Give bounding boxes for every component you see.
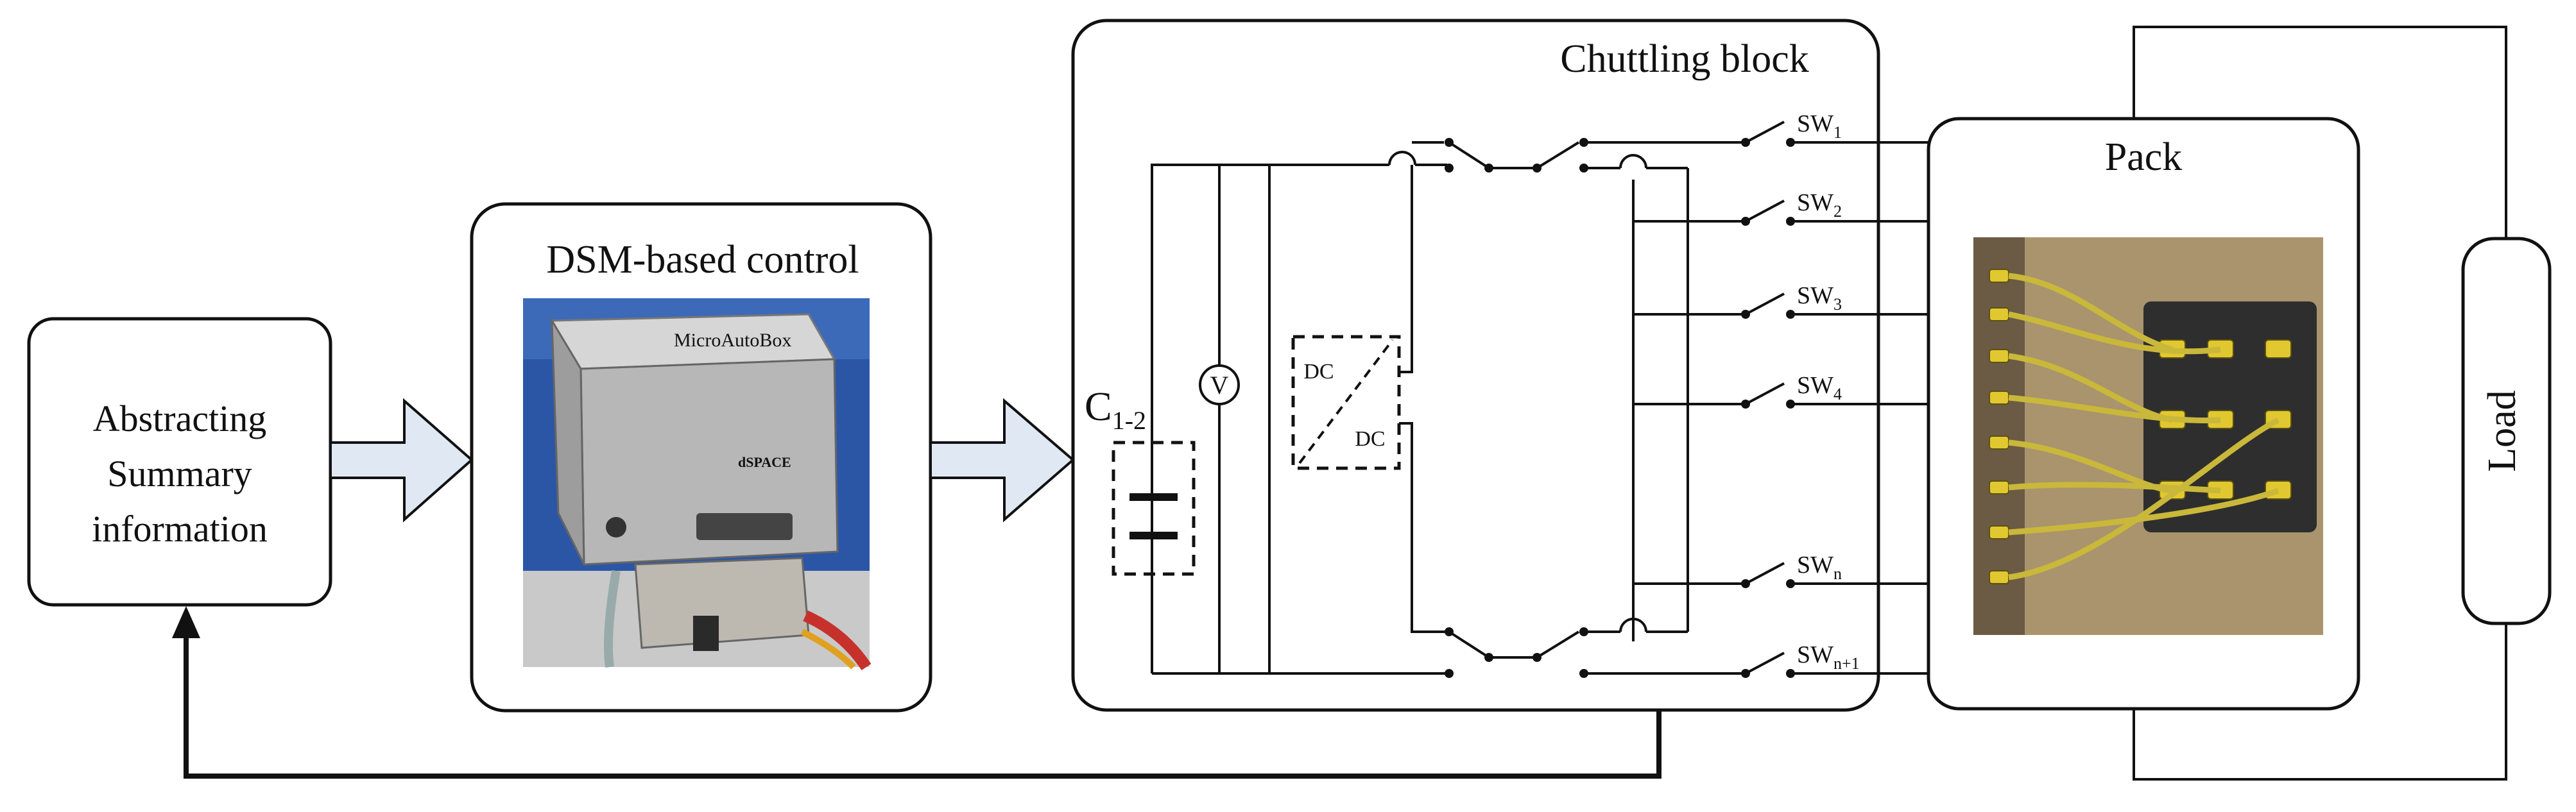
dsm-title: DSM-based control	[546, 238, 859, 282]
switch-sw2: SW2	[1741, 189, 1842, 226]
abstracting-line-3: information	[92, 508, 268, 550]
pack-block: Pack	[1927, 117, 2360, 711]
chuttling-title: Chuttling block	[1560, 37, 1809, 81]
feedback-arrowhead	[172, 606, 200, 638]
wire-pack-load-top	[2133, 26, 2507, 239]
dsm-control-block: DSM-based control MicroAutoBox dSPACE	[470, 202, 932, 713]
switch-bank: SW1 SW2 SW3 SW4 SWn SWn+1	[1741, 110, 1928, 678]
wire-pack-load-bottom	[2133, 623, 2507, 781]
sw4-label: SW4	[1797, 372, 1842, 403]
pack-title: Pack	[2105, 135, 2183, 179]
switch-sw3: SW3	[1741, 282, 1842, 319]
capacitor-label: C1-2	[1085, 384, 1146, 435]
device-maker-label: dSPACE	[738, 454, 791, 470]
switch-sw1: SW1	[1741, 110, 1842, 147]
sw3-label: SW3	[1797, 282, 1842, 314]
swn-label: SWn	[1797, 552, 1842, 583]
microautobox-photo: MicroAutoBox dSPACE	[523, 298, 872, 671]
feedback-line	[184, 635, 1662, 779]
load-block: Load	[2461, 237, 2552, 625]
flow-arrow-1	[329, 398, 474, 523]
wire-crossover-top-1	[1388, 151, 1416, 165]
wire-crossover-top-2	[1619, 154, 1647, 169]
load-title: Load	[2480, 390, 2524, 471]
capacitor-box	[1112, 441, 1196, 576]
swn1-label: SWn+1	[1797, 641, 1860, 673]
wire-converter-out-top	[1399, 165, 1413, 373]
sw1-label: SW1	[1797, 110, 1842, 142]
abstracting-line-1: Abstracting	[93, 398, 267, 439]
abstracting-block: Abstracting Summary information	[27, 317, 332, 607]
bus-top-left	[1151, 164, 1389, 673]
abstracting-line-2: Summary	[107, 453, 252, 495]
dcdc-converter	[1291, 335, 1401, 470]
chuttling-box	[1071, 19, 1880, 712]
converter-in-label: DC	[1303, 360, 1334, 384]
sw2-label: SW2	[1797, 189, 1842, 221]
flow-arrow-2	[929, 398, 1076, 523]
battery-pack-photo	[1973, 237, 2323, 635]
chuttling-block: Chuttling block C1-2 V DC DC	[1071, 19, 1880, 712]
voltmeter-label: V	[1210, 371, 1229, 400]
voltmeter	[1199, 364, 1240, 405]
converter-out-label: DC	[1355, 427, 1385, 451]
switch-sw4: SW4	[1741, 372, 1842, 409]
device-brand-label: MicroAutoBox	[674, 330, 791, 351]
